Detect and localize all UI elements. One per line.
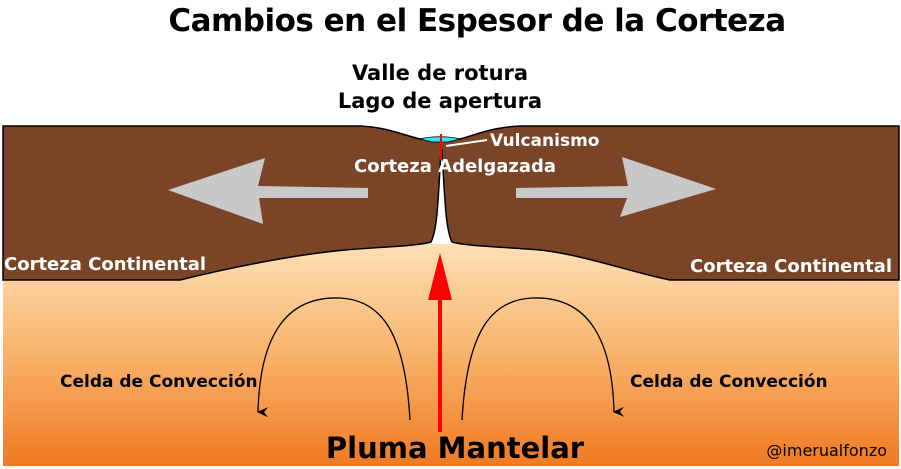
convection-cell-left [257,297,411,421]
diagram-title: Cambios en el Espesor de la Corteza [168,3,785,39]
label-lago-de-apertura: Lago de apertura [338,89,542,113]
label-vulcanismo: Vulcanismo [490,131,599,151]
convection-cell-right [461,297,625,421]
spread-arrow-left [168,158,368,224]
label-valle-de-rotura: Valle de rotura [352,61,528,85]
label-corteza-adelgazada: Corteza Adelgazada [354,156,556,177]
spread-arrow-right [516,157,716,217]
label-corteza-continental-left: Corteza Continental [4,254,206,275]
label-pluma-mantelar: Pluma Mantelar [326,431,585,465]
mantle [3,244,899,466]
label-celda-conveccion-left: Celda de Convección [60,372,258,392]
label-celda-conveccion-right: Celda de Convección [630,372,828,392]
credit-handle: @imerualfonzo [766,441,887,460]
label-corteza-continental-right: Corteza Continental [690,256,892,277]
mantle-plume-arrow [428,253,452,432]
continental-crust [2,125,900,281]
volcanism-pointer-line [445,139,488,147]
